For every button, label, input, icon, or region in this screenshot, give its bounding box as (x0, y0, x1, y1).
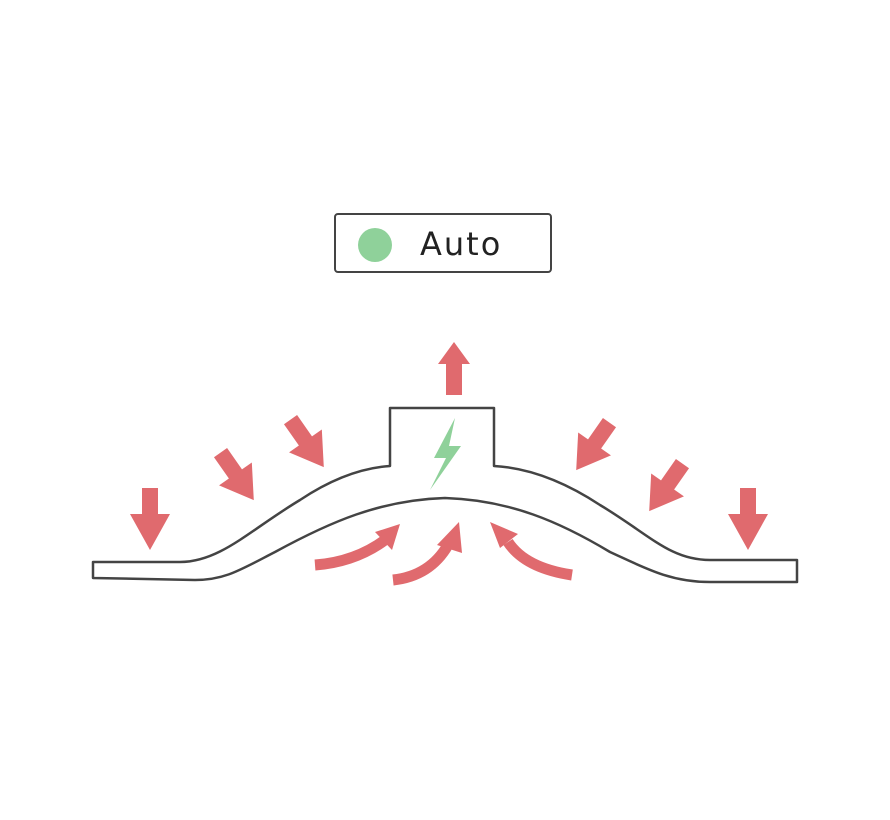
diagonal-arrow-icon (283, 415, 324, 468)
diagonal-arrow-icon (649, 459, 690, 512)
curved-arrow-icon (314, 535, 389, 571)
curved-arrow-icon (490, 522, 518, 548)
up-arrow-icon (438, 342, 470, 395)
down-arrow-icon (728, 488, 768, 550)
curved-arrow-icon (437, 522, 462, 553)
mode-label: Auto (420, 225, 503, 263)
cushion-outline (91, 406, 799, 584)
curved-arrow-icon (503, 538, 573, 581)
lightning-bolt-icon (430, 418, 461, 490)
auto-mode-badge: Auto (334, 213, 552, 273)
curved-arrow-icon (392, 542, 453, 586)
curved-arrow-icon (375, 524, 400, 550)
status-indicator-dot (358, 228, 392, 262)
diagonal-arrow-icon (576, 418, 617, 471)
diagonal-arrow-icon (213, 448, 254, 501)
down-arrow-icon (130, 488, 170, 550)
